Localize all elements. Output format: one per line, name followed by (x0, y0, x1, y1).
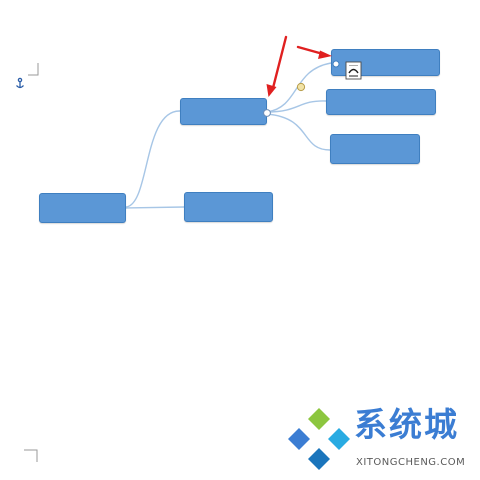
branch-topic-lower[interactable] (184, 192, 273, 222)
collapse-handle[interactable] (263, 109, 271, 117)
root-topic[interactable] (39, 193, 126, 223)
notes-icon[interactable] (345, 61, 362, 80)
connector-upper-to-child-2 (266, 100, 327, 113)
connector-root-to-upper (125, 110, 181, 208)
connector-control-point[interactable] (296, 82, 306, 92)
bottom-left-margin-mark (24, 449, 38, 462)
watermark-title: 系统城 (354, 405, 459, 444)
topic-selection-handle[interactable] (332, 60, 340, 68)
watermark: 系统城 XITONGCHENG.COM (284, 404, 480, 476)
watermark-subtitle: XITONGCHENG.COM (356, 457, 466, 468)
connector-root-to-lower (125, 206, 185, 209)
subtopic-3[interactable] (330, 134, 420, 164)
anchor-icon (16, 77, 24, 89)
connector-upper-to-child-3 (266, 113, 331, 151)
watermark-logo-icon (288, 408, 350, 470)
red-arrow-right-icon (296, 45, 332, 59)
connector-upper-to-child-1 (266, 62, 332, 113)
top-left-margin-mark (28, 63, 39, 76)
red-arrow-down-icon (266, 35, 288, 97)
subtopic-2[interactable] (326, 89, 436, 115)
